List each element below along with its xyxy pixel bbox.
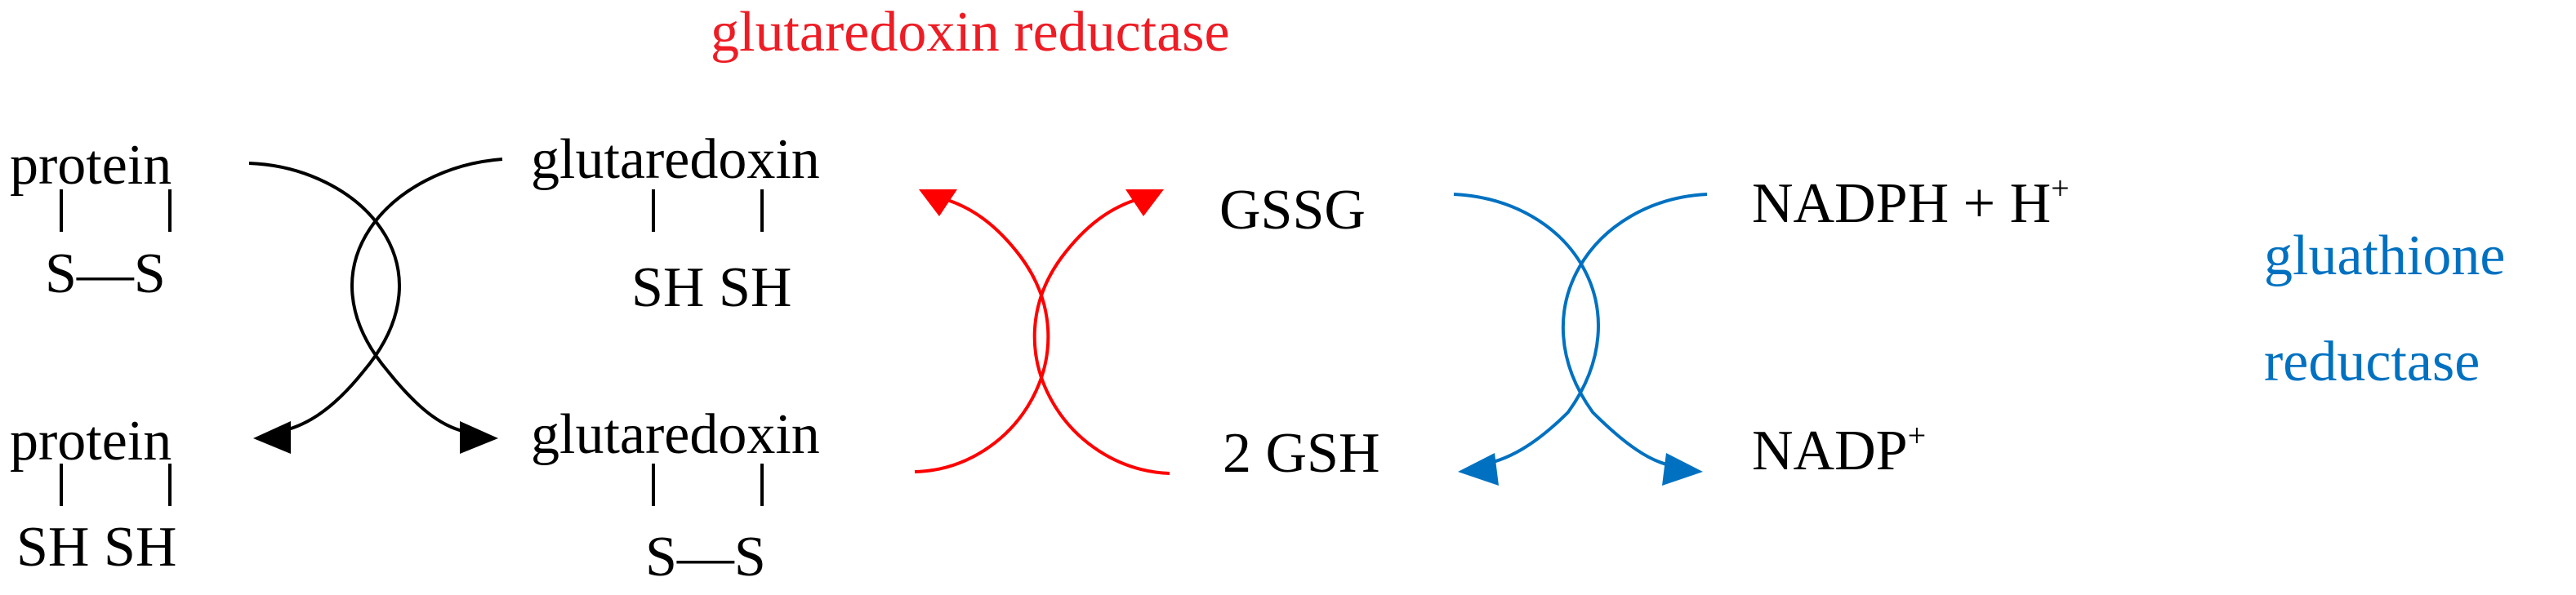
glutaredoxin-oxidized-name: glutaredoxin	[531, 403, 820, 466]
glutaredoxin-oxidized-disulfide: S—S	[645, 526, 766, 588]
glutathione-reductase-label-line1: gluathione	[2264, 224, 2505, 287]
glutaredoxin-reduced-thiols: SH SH	[631, 256, 791, 319]
arrowhead-glutaredoxin-oxidized	[460, 421, 498, 454]
protein-oxidized-disulfide: S—S	[45, 242, 166, 305]
arrowhead-protein-reduced	[253, 421, 291, 454]
protein-reduced-name: protein	[10, 410, 172, 473]
nadph-label: NADPH + H+	[1752, 170, 2070, 235]
protein-oxidized-name: protein	[10, 134, 172, 197]
arrow-glutaredoxin-to-oxidized	[350, 158, 503, 434]
nadp-base: NADP	[1752, 420, 1908, 482]
nadph-base: NADPH + H	[1752, 172, 2051, 235]
arrow-glutaredoxin-regenerated	[914, 198, 1050, 473]
arrow-nadph-to-nadp	[1561, 193, 1708, 467]
glutaredoxin-reduced-name: glutaredoxin	[531, 128, 820, 191]
glutaredoxin-reduced: glutaredoxin SH SH	[531, 128, 820, 319]
arrow-gssg-to-gsh	[1453, 193, 1600, 467]
nadp-label: NADP+	[1752, 417, 1926, 482]
protein-oxidized: protein S—S	[10, 134, 172, 305]
protein-reduced: protein SH SH	[10, 410, 176, 579]
gsh-label: 2 GSH	[1223, 422, 1380, 485]
nadp-superscript: +	[1908, 417, 1927, 454]
glutaredoxin-reductase-label: glutaredoxin reductase	[711, 1, 1230, 64]
arrow-gsh-to-gssg	[1032, 198, 1170, 475]
nadph-superscript: +	[2051, 170, 2070, 206]
arrowhead-gsh	[1458, 453, 1499, 486]
glutathione-reductase-label-line2: reductase	[2264, 331, 2480, 393]
arrowhead-glutaredoxin-regenerated	[919, 189, 957, 216]
gssg-label: GSSG	[1219, 179, 1366, 242]
protein-reduced-thiols: SH SH	[16, 516, 176, 579]
arrowhead-gssg	[1125, 189, 1164, 216]
arrowhead-nadp	[1662, 453, 1703, 486]
glutaredoxin-oxidized: glutaredoxin S—S	[531, 403, 820, 588]
arrow-protein-to-reduced	[248, 162, 401, 434]
